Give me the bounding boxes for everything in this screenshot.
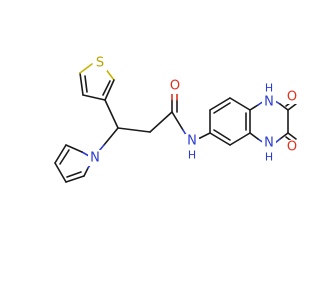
- upper-dione-oxygen: O: [287, 90, 297, 105]
- carbonyl-oxygen: O: [170, 79, 180, 94]
- bond-c5p-n: [83, 167, 89, 177]
- bond-c1-o: [287, 103, 297, 111]
- bond-n-ar: [199, 132, 211, 139]
- bond-thiophene-ch: [104, 99, 119, 129]
- bond-n2-b5: [249, 132, 259, 140]
- bond-n-c2p-c: [65, 144, 83, 153]
- structure-diagram: S O N N H H N N H O O: [54, 55, 299, 183]
- bond-n1-c1: [279, 103, 289, 111]
- bond-c5-s: [79, 63, 93, 74]
- lower-dione-oxygen: O: [287, 140, 297, 155]
- molecule-canvas: S O N N H H N N H O O: [54, 55, 299, 183]
- bond-b2-b3: [209, 97, 231, 111]
- thiophene-ring: [79, 63, 115, 101]
- sulfur-atom: S: [96, 56, 104, 71]
- pyrrole-nitrogen: N: [90, 151, 100, 166]
- bond-c2p-c3p-double: [59, 149, 70, 165]
- bond-c2p-c3p: [54, 144, 67, 164]
- bond-co-n: [171, 111, 184, 131]
- amide-hydrogen: H: [188, 149, 196, 162]
- bond-c4p-c5p-double: [66, 171, 82, 178]
- bond-b6-b1-double: [213, 129, 231, 141]
- bond-c4-c5-double: [84, 75, 88, 93]
- bond-c2-c3-double: [102, 80, 111, 96]
- bond-c2-o: [287, 132, 297, 140]
- ring-top-nitrogen: N: [264, 95, 274, 110]
- bond-c3-c4: [82, 94, 106, 101]
- bond-n-c2p: [81, 151, 90, 157]
- bond-c2-c3: [104, 79, 115, 101]
- ring-top-hydrogen: H: [265, 82, 273, 95]
- ring-bottom-hydrogen: H: [265, 151, 273, 164]
- amide-nitrogen: N: [187, 134, 197, 149]
- bond-b5-b6: [229, 132, 251, 146]
- bond-c4-c5: [79, 72, 84, 96]
- ring-bottom-nitrogen: N: [264, 136, 274, 151]
- bond-b4-n1: [249, 104, 259, 111]
- bond-c3p-c4p: [54, 162, 67, 183]
- bond-c4p-c5p: [65, 175, 85, 183]
- bond-c2-n2: [279, 132, 289, 140]
- bond-ch-npyrrole: [103, 127, 119, 146]
- benzene-ring: [209, 97, 251, 146]
- bond-ch2-co: [149, 111, 173, 133]
- bond-b6-b1: [209, 132, 231, 146]
- bond-ch-ch2: [117, 127, 151, 133]
- bond-b2-b3-double: [213, 102, 231, 114]
- pyrrole-ring: [54, 144, 93, 183]
- bond-b3-b4: [229, 97, 251, 111]
